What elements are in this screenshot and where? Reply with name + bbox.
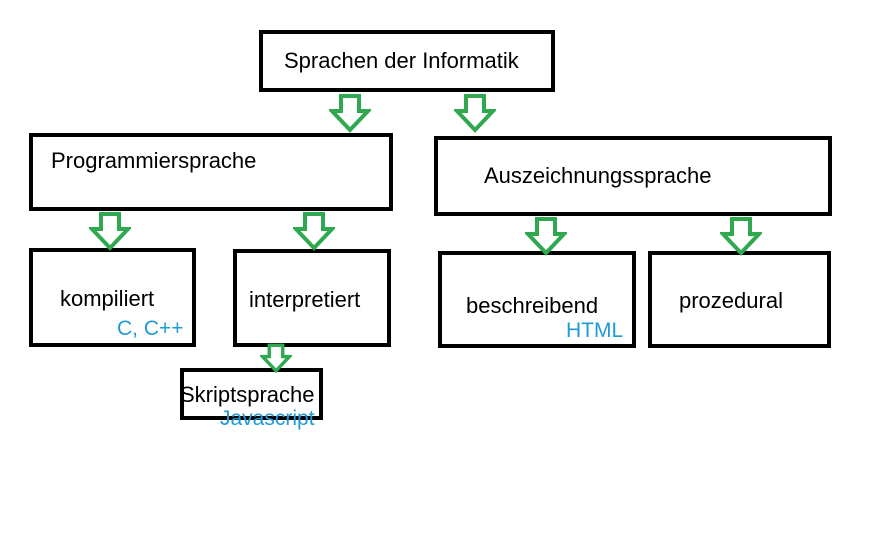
down-arrow-icon: [720, 217, 762, 256]
node-auszeichnungssprache: [434, 136, 832, 216]
node-root-label: Sprachen der Informatik: [284, 48, 519, 73]
down-arrow-icon: [454, 94, 496, 133]
node-auszeichnungssprache-label: Auszeichnungssprache: [484, 163, 712, 188]
node-prozedural: [648, 251, 831, 348]
node-root: [259, 30, 555, 92]
node-skriptsprache-label: Skriptsprache: [180, 382, 315, 407]
node-kompiliert-note: C, C++: [117, 317, 184, 340]
node-kompiliert: [29, 248, 196, 347]
node-programmiersprache-label: Programmiersprache: [51, 148, 257, 173]
node-programmiersprache: [29, 133, 393, 211]
node-interpretiert: [233, 249, 391, 347]
node-skriptsprache-note: Javascript: [220, 407, 315, 430]
node-beschreibend: [438, 251, 636, 348]
down-arrow-icon: [525, 217, 567, 256]
node-skriptsprache: [180, 368, 323, 420]
node-interpretiert-label: interpretiert: [249, 287, 361, 312]
down-arrow-icon: [329, 94, 371, 133]
node-prozedural-label: prozedural: [679, 288, 783, 313]
node-beschreibend-label: beschreibend: [466, 293, 599, 318]
node-kompiliert-label: kompiliert: [60, 286, 155, 311]
down-arrow-icon: [293, 212, 335, 251]
node-beschreibend-note: HTML: [566, 319, 624, 342]
down-arrow-icon: [260, 343, 292, 373]
down-arrow-icon: [89, 212, 131, 251]
